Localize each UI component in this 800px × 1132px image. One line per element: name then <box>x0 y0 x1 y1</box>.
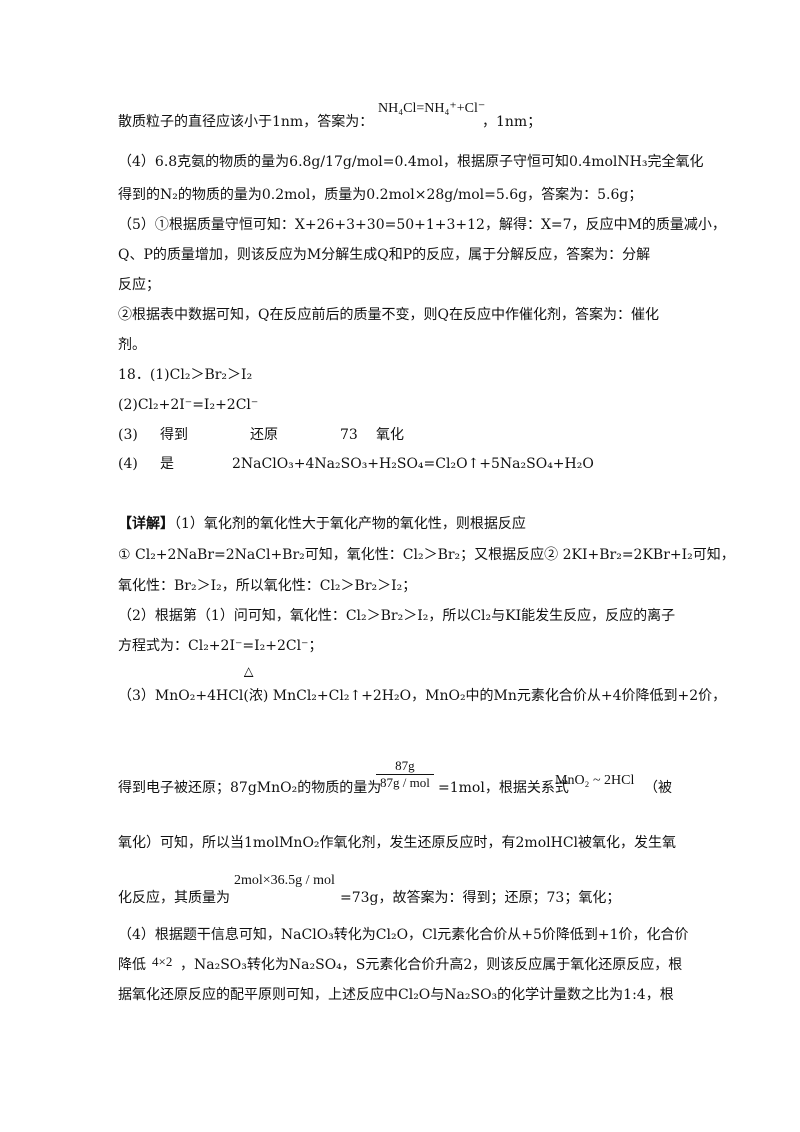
text-line: ① Cl₂+2NaBr=2NaCl+Br₂可知，氧化性：Cl₂＞Br₂；又根据反… <box>118 547 735 563</box>
inline-expression: 4×2 <box>152 954 173 969</box>
answer-cell: 氧化 <box>376 427 404 443</box>
heat-symbol: △ <box>244 664 254 678</box>
answer-cell: 得到 <box>160 427 188 443</box>
fraction-denominator: 87g / mol <box>376 774 434 791</box>
text-line: （4）根据题干信息可知，NaClO₃转化为Cl₂O，Cl元素化合价从+5价降低到… <box>118 927 689 943</box>
text-span: ，1nm； <box>482 114 542 130</box>
text-line: （5）①根据质量守恒可知：X+26+3+30=50+1+3+12，解得：X=7，… <box>118 217 726 233</box>
answer-cell: 2NaClO₃+4Na₂SO₃+H₂SO₄=Cl₂O↑+5Na₂SO₄+H₂O <box>232 456 594 472</box>
item-number: (3) <box>118 427 138 443</box>
text-span: ，Na₂SO₃转化为Na₂SO₄，S元素化合价升高2，则该反应属于氧化还原反应，… <box>180 957 683 973</box>
text-span: 散质粒子的直径应该小于1nm，答案为： <box>118 114 374 130</box>
answer-cell: 73 <box>340 427 358 443</box>
text-line: （3）MnO₂+4HCl(浓) MnCl₂+Cl₂↑+2H₂O，MnO₂中的Mn… <box>118 688 727 704</box>
text-line: 剂。 <box>118 337 146 353</box>
text-line: 散质粒子的直径应该小于1nm，答案为： <box>118 112 373 132</box>
answer-cell: 是 <box>160 456 174 472</box>
text-line: （2）根据第（1）问可知，氧化性：Cl₂＞Br₂＞I₂，所以Cl₂与KI能发生反… <box>118 608 676 624</box>
text-span: （1）氧化剂的氧化性大于氧化产物的氧化性，则根据反应 <box>174 516 526 532</box>
answer-cell: 还原 <box>250 427 278 443</box>
detail-title: 【详解】 <box>118 516 174 532</box>
equation: NH₄Cl=NH₄⁺+Cl⁻ <box>378 101 486 116</box>
fraction-numerator: 87g <box>395 758 415 773</box>
detail-title-line: 【详解】（1）氧化剂的氧化性大于氧化产物的氧化性，则根据反应 <box>118 514 526 534</box>
item-number: (4) <box>118 456 138 472</box>
text-span: 降低 <box>118 957 146 973</box>
text-line: 得到的N₂的物质的量为0.2mol，质量为0.2mol×28g/mol=5.6g… <box>118 187 643 203</box>
mass-expression: 2mol×36.5g / mol <box>234 873 335 888</box>
answer-18: 18．(1)Cl₂＞Br₂＞I₂ <box>118 367 253 383</box>
text-line: 氧化性：Br₂＞I₂，所以氧化性：Cl₂＞Br₂＞I₂； <box>118 578 417 594</box>
text-span: （被 <box>644 780 672 796</box>
fraction: 87g 87g / mol <box>376 758 434 791</box>
text-line: 据氧化还原反应的配平原则可知，上述反应中Cl₂O与Na₂SO₃的化学计量数之比为… <box>118 987 674 1003</box>
text-line: ②根据表中数据可知，Q在反应前后的质量不变，则Q在反应中作催化剂，答案为：催化 <box>118 307 659 323</box>
text-line: 氧化）可知，所以当1molMnO₂作氧化剂，发生还原反应时，有2molHCl被氧… <box>118 835 677 851</box>
text-line: 反应； <box>118 277 160 293</box>
text-span: 得到电子被还原；87gMnO₂的物质的量为 <box>118 780 382 796</box>
text-line: Q、P的质量增加，则该反应为M分解生成Q和P的反应，属于分解反应，答案为：分解 <box>118 247 651 263</box>
text-span: =73g，故答案为：得到；还原；73；氧化； <box>340 890 621 906</box>
relation-expression: MnO₂ ~ 2HCl <box>555 773 635 788</box>
answer-18-3: (3) 得到 还原 73 氧化 <box>118 425 404 445</box>
text-line: （4）6.8克氨的物质的量为6.8g/17g/mol=0.4mol，根据原子守恒… <box>118 154 704 170</box>
text-span: =1mol，根据关系式 <box>438 780 569 796</box>
answer-18-4: (4) 是 2NaClO₃+4Na₂SO₃+H₂SO₄=Cl₂O↑+5Na₂SO… <box>118 454 594 474</box>
answer-18-2: (2)Cl₂+2I⁻=I₂+2Cl⁻ <box>118 397 259 413</box>
text-line: 方程式为：Cl₂+2I⁻=I₂+2Cl⁻； <box>118 638 323 654</box>
text-span: 化反应，其质量为 <box>118 890 230 906</box>
